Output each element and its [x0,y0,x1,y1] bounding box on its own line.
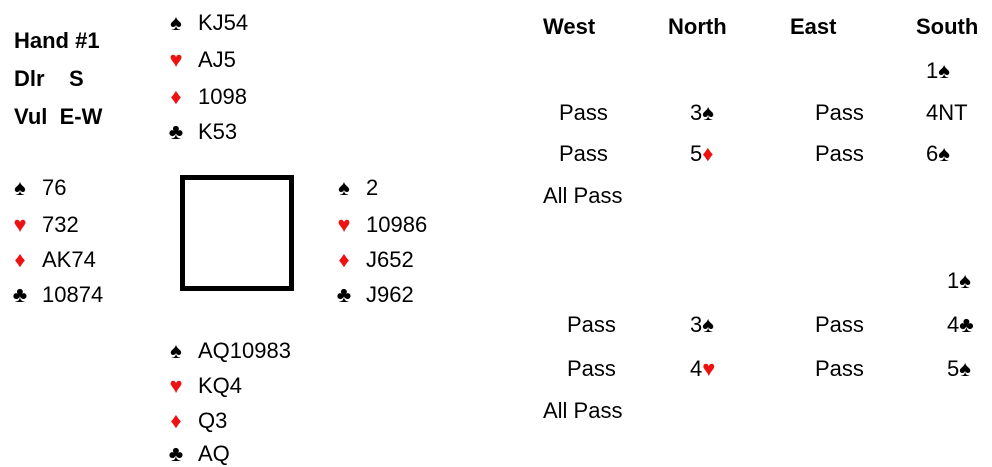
auction1-r4-west: All Pass [543,183,623,208]
spade-icon: ♠ [959,356,971,381]
north-spades-cards: KJ54 [198,10,249,35]
south-clubs-cards: AQ [198,441,230,466]
auction2-r2-west: Pass [567,312,616,337]
spade-icon: ♠ [338,175,350,200]
heart-icon: ♥ [169,47,183,72]
table-square [180,175,294,291]
spade-icon: ♠ [959,268,971,293]
west-spades: ♠ 76 [10,175,66,201]
diamond-icon: ♦ [170,408,182,433]
north-hearts: ♥ AJ5 [166,47,236,73]
auction1-r2-east: Pass [815,100,864,125]
hand-title: Hand #1 [14,28,100,53]
west-hearts-cards: 732 [42,212,79,237]
bid-level: 1 [926,58,939,83]
east-clubs-cards: J962 [366,282,414,307]
auction2-r3-south: 5♠ [947,356,971,382]
header-south: South [916,14,979,39]
west-spades-cards: 76 [42,175,67,200]
bid-level: 5 [947,356,960,381]
east-spades-cards: 2 [366,175,379,200]
bid-level: 4 [947,312,960,337]
auction2-r2-east: Pass [815,312,864,337]
spade-icon: ♠ [938,58,950,83]
east-diamonds: ♦ J652 [334,247,414,273]
south-hearts: ♥ KQ4 [166,373,242,399]
header-west: West [543,14,596,39]
north-diamonds-cards: 1098 [198,84,247,109]
spade-icon: ♠ [170,10,182,35]
club-icon: ♣ [336,282,352,307]
north-clubs-cards: K53 [198,119,238,144]
auction1-r3-west: Pass [559,141,608,166]
heart-icon: ♥ [337,212,351,237]
east-hearts: ♥ 10986 [334,212,427,238]
west-clubs-cards: 10874 [42,282,104,307]
auction2-r4-west: All Pass [543,398,623,423]
auction1-r1-south: 1♠ [926,58,950,84]
east-hearts-cards: 10986 [366,212,428,237]
south-diamonds: ♦ Q3 [166,408,227,434]
east-spades: ♠2 [334,175,378,201]
east-clubs: ♣ J962 [334,282,414,308]
bid-level: 5 [690,141,703,166]
club-icon: ♣ [168,119,184,144]
west-hearts: ♥ 732 [10,212,79,238]
heart-icon: ♥ [169,373,183,398]
diamond-icon: ♦ [14,247,26,272]
dealer-info: Dlr S [14,66,84,91]
west-clubs: ♣ 10874 [10,282,103,308]
west-diamonds-cards: AK74 [42,247,96,272]
north-diamonds: ♦ 1098 [166,84,247,110]
header-east: East [790,14,837,39]
south-clubs: ♣ AQ [166,441,230,467]
bid-level: 3 [690,312,703,337]
north-spades: ♠ KJ54 [166,10,248,36]
header-north: North [668,14,727,39]
spade-icon: ♠ [170,338,182,363]
diamond-icon: ♦ [170,84,182,109]
auction1-r2-west: Pass [559,100,608,125]
south-hearts-cards: KQ4 [198,373,243,398]
auction1-r3-north: 5♦ [690,141,713,167]
bid-level: 6 [926,141,939,166]
spade-icon: ♠ [938,141,950,166]
bid-level: 3 [690,100,703,125]
auction1-r2-south: 4NT [926,100,968,125]
heart-icon: ♥ [13,212,27,237]
spade-icon: ♠ [702,312,714,337]
auction2-r3-east: Pass [815,356,864,381]
heart-icon: ♥ [702,356,716,381]
east-diamonds-cards: J652 [366,247,414,272]
auction1-r3-east: Pass [815,141,864,166]
club-icon: ♣ [12,282,28,307]
south-spades: ♠ AQ10983 [166,338,291,364]
auction2-r3-west: Pass [567,356,616,381]
auction1-r3-south: 6♠ [926,141,950,167]
bid-level: 4 [690,356,703,381]
diamond-icon: ♦ [338,247,350,272]
south-spades-cards: AQ10983 [198,338,291,363]
south-diamonds-cards: Q3 [198,408,228,433]
north-clubs: ♣ K53 [166,119,237,145]
auction2-r3-north: 4♥ [690,356,715,382]
north-hearts-cards: AJ5 [198,47,236,72]
auction1-r2-north: 3♠ [690,100,714,126]
spade-icon: ♠ [702,100,714,125]
auction2-r1-south: 1♠ [947,268,971,294]
auction2-r2-south: 4♣ [947,312,974,338]
west-diamonds: ♦ AK74 [10,247,96,273]
club-icon: ♣ [959,312,974,337]
club-icon: ♣ [168,441,184,466]
bid-level: 1 [947,268,960,293]
spade-icon: ♠ [14,175,26,200]
diamond-icon: ♦ [702,141,714,166]
auction2-r2-north: 3♠ [690,312,714,338]
vulnerability-info: Vul E-W [14,104,103,129]
